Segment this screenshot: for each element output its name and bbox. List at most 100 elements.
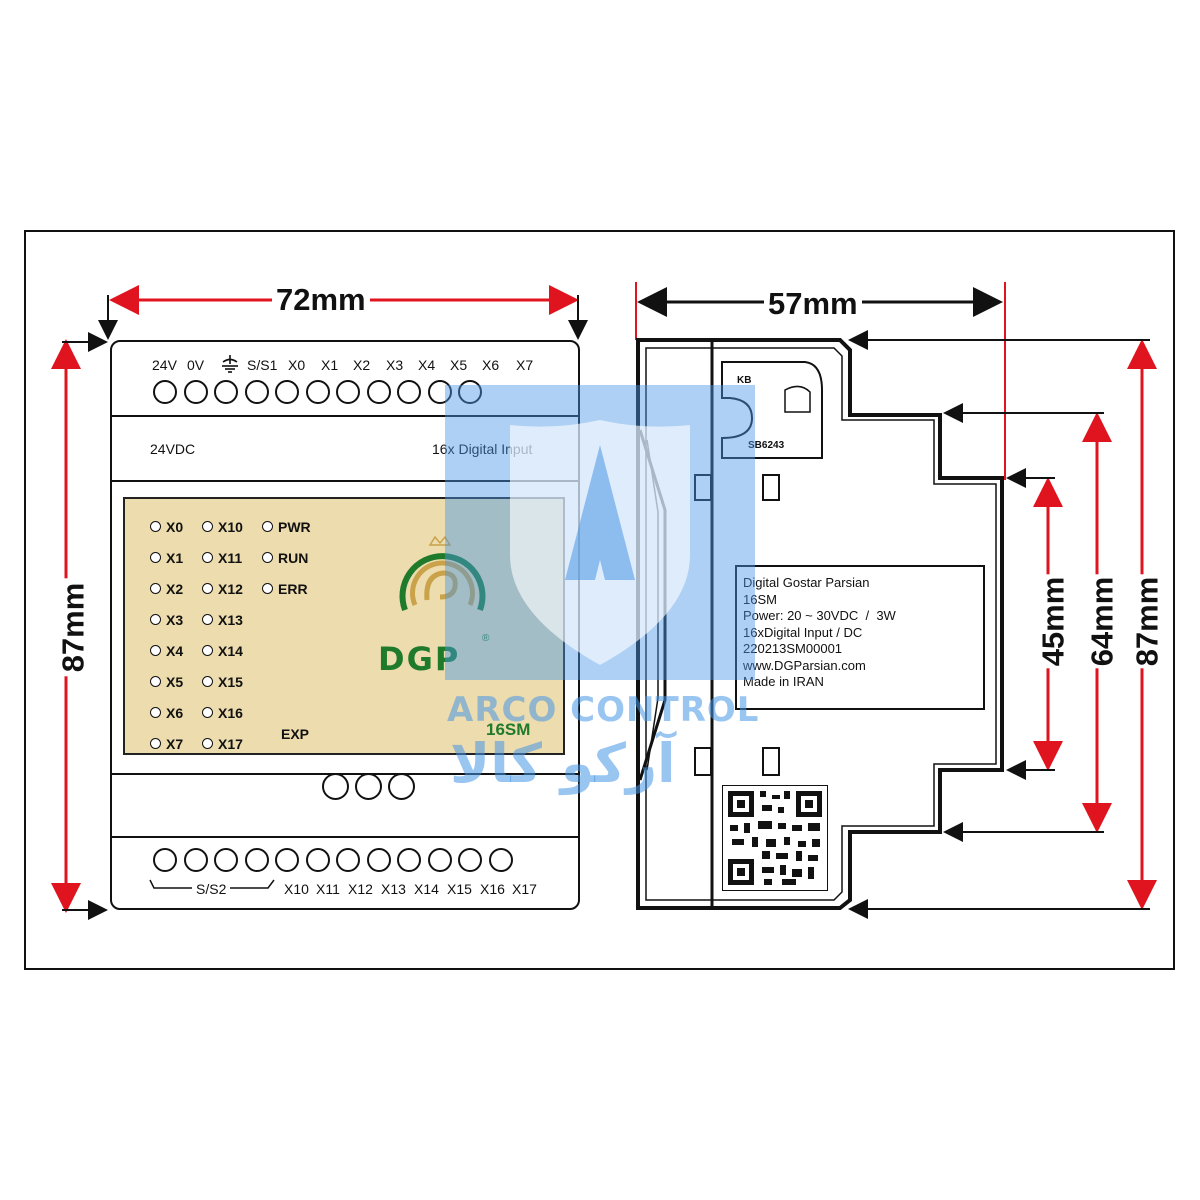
top-terminal-labels: 24V 0V S/S1 X0 X1 X2 X3 X4 X5 X6 X7 (150, 355, 550, 378)
terminal-screw[interactable] (153, 848, 177, 872)
side-height-87-dimension: 87mm (1129, 574, 1165, 669)
terminal-screw[interactable] (458, 380, 482, 404)
product-label: Digital Gostar Parsian 16SM Power: 20 ~ … (735, 565, 985, 710)
terminal-screw[interactable] (183, 380, 208, 404)
led-indicator: X2 (150, 573, 183, 604)
drawing-frame (24, 230, 1175, 970)
port-circle (355, 773, 382, 800)
ground-icon (220, 355, 240, 378)
label-line: 16xDigital Input / DC (743, 624, 863, 640)
label-line: www.DGParsian.com (743, 657, 866, 673)
terminal-screw[interactable] (244, 848, 269, 872)
led-icon (150, 552, 161, 563)
top-terminal-block (153, 380, 482, 404)
led-icon (202, 676, 213, 687)
bottom-terminal-block (153, 848, 513, 872)
bottom-terminal-labels: X10 X11 X12 X13 X14 X15 X16 X17 (284, 881, 544, 899)
led-indicator: X0 (150, 511, 183, 542)
led-indicator: X11 (202, 542, 243, 573)
led-panel (123, 497, 565, 755)
terminal-label: S/S1 (247, 357, 278, 373)
led-indicator: X1 (150, 542, 183, 573)
terminal-screw[interactable] (397, 848, 421, 872)
side-depth-dimension: 57mm (764, 288, 862, 319)
terminal-screw[interactable] (275, 380, 299, 404)
qr-code-icon (722, 785, 828, 891)
ss2-bracket-icon (149, 879, 275, 889)
terminal-screw[interactable] (397, 380, 421, 404)
led-indicator: X17 (202, 728, 243, 759)
model-label: 16SM (486, 720, 531, 739)
led-icon (150, 738, 161, 749)
led-column-inputs-high: X10 X11 X12 X13 X14 X15 X16 X17 (202, 511, 243, 759)
registered-mark: ® (482, 633, 489, 644)
port-circle (322, 773, 349, 800)
led-indicator: X13 (202, 604, 243, 635)
clip-tag-bottom: SB6243 (748, 440, 785, 451)
led-icon (150, 614, 161, 625)
led-indicator: PWR (262, 511, 311, 542)
led-icon (202, 521, 213, 532)
terminal-screw[interactable] (366, 848, 391, 872)
front-width-dimension: 72mm (272, 284, 370, 315)
led-icon (150, 676, 161, 687)
label-line: 16SM (743, 591, 777, 607)
terminal-screw[interactable] (153, 380, 177, 404)
exp-label: EXP (281, 726, 310, 742)
led-indicator: X4 (150, 635, 183, 666)
led-icon (202, 645, 213, 656)
terminal-label: X11 (316, 881, 340, 897)
terminal-screw[interactable] (427, 380, 452, 404)
terminal-screw[interactable] (366, 380, 391, 404)
led-icon (202, 583, 213, 594)
port-circle (388, 773, 415, 800)
terminal-screw[interactable] (336, 380, 360, 404)
terminal-screw[interactable] (458, 848, 482, 872)
io-label: 16x Digital Input (432, 441, 532, 457)
led-icon (202, 707, 213, 718)
led-indicator: X3 (150, 604, 183, 635)
led-icon (150, 583, 161, 594)
led-icon (262, 521, 273, 532)
terminal-screw[interactable] (214, 848, 238, 872)
terminal-screw[interactable] (275, 848, 299, 872)
terminal-label: X16 (480, 881, 505, 897)
terminal-label: X12 (348, 881, 373, 897)
terminal-screw[interactable] (488, 848, 513, 872)
clip-tag-top: KB (737, 375, 752, 386)
led-indicator: RUN (262, 542, 311, 573)
dgp-emblem-icon (399, 535, 486, 612)
led-icon (262, 583, 273, 594)
led-indicator: X10 (202, 511, 243, 542)
watermark-shield-icon (445, 385, 755, 680)
terminal-label: X5 (450, 357, 468, 373)
terminal-label: X17 (512, 881, 537, 897)
led-icon (202, 552, 213, 563)
led-indicator: X15 (202, 666, 243, 697)
terminal-label: X2 (353, 357, 371, 373)
terminal-screw[interactable] (244, 380, 269, 404)
terminal-screw[interactable] (183, 848, 208, 872)
led-icon (202, 614, 213, 625)
led-icon (150, 645, 161, 656)
label-line: Power: 20 ~ 30VDC / 3W (743, 608, 896, 623)
terminal-screw[interactable] (305, 380, 330, 404)
side-height-64-dimension: 64mm (1084, 574, 1120, 669)
brand-logo: DGP (378, 640, 461, 678)
terminal-screw[interactable] (336, 848, 360, 872)
led-column-status: PWR RUN ERR (262, 511, 311, 604)
terminal-screw[interactable] (214, 380, 238, 404)
divider (110, 836, 580, 838)
terminal-screw[interactable] (305, 848, 330, 872)
divider (110, 415, 580, 417)
terminal-label: 24V (152, 357, 177, 373)
led-icon (150, 707, 161, 718)
supply-label: 24VDC (150, 441, 196, 457)
ss2-label: S/S2 (196, 881, 227, 897)
watermark-persian-text: آرکو کالا (450, 732, 676, 795)
led-icon (150, 521, 161, 532)
terminal-label: X4 (418, 357, 436, 373)
terminal-screw[interactable] (427, 848, 452, 872)
led-indicator: X5 (150, 666, 183, 697)
label-line: Digital Gostar Parsian (743, 575, 870, 590)
